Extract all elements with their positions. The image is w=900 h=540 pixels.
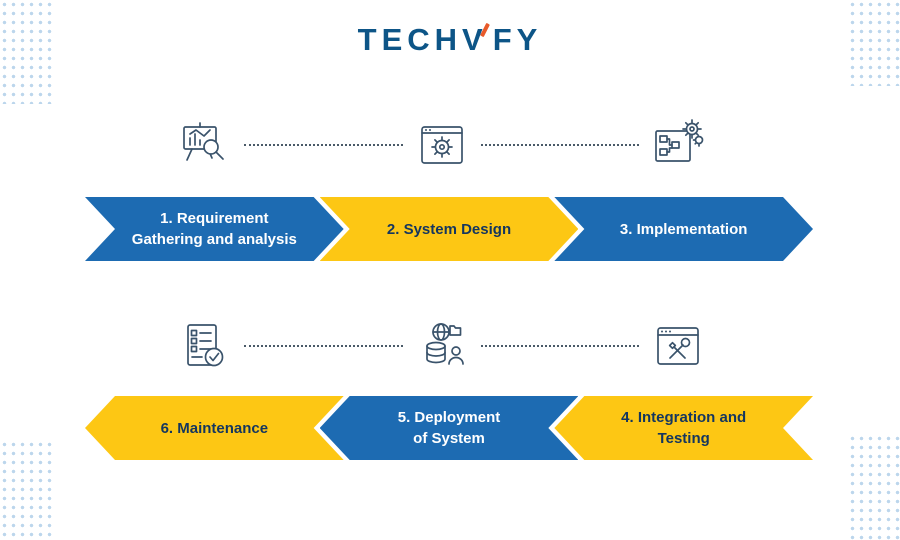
step-6-label: 6. Maintenance: [85, 396, 344, 460]
logo-v-mark: V: [462, 22, 490, 58]
step-6-line-1: 6. Maintenance: [160, 419, 269, 437]
step-5-line-2: of System: [413, 430, 485, 447]
dotted-connector: [244, 144, 403, 146]
icon-row-1: [178, 116, 705, 174]
step-5-line-1: 5. Deployment: [397, 409, 501, 426]
logo-text-left: TECH: [357, 22, 463, 57]
implementation-icon: [651, 118, 705, 172]
step-6-maintenance-arrow: 6. Maintenance: [85, 396, 344, 460]
step-5-label: 5. Deployment of System: [320, 396, 579, 460]
process-row-2: 6. Maintenance 5. Deployment of System 4…: [85, 396, 813, 460]
step-3-line-1: 3. Implementation: [619, 220, 748, 238]
integration-testing-icon: [651, 319, 705, 373]
step-4-line-1: 4. Integration and: [621, 409, 747, 426]
step-4-line-2: Testing: [657, 430, 710, 447]
maintenance-checklist-icon: [178, 319, 232, 373]
logo-v-letter: V: [462, 22, 488, 57]
step-2-system-design-arrow: 2. System Design: [320, 197, 579, 261]
step-1-requirement-arrow: 1. Requirement Gathering and analysis: [85, 197, 344, 261]
step-2-line-1: 2. System Design: [386, 220, 512, 238]
dotted-connector: [480, 345, 639, 347]
system-design-icon: [415, 118, 469, 172]
corner-dots-bottom-left: [0, 440, 52, 540]
step-3-label: 3. Implementation: [554, 197, 813, 261]
step-1-line-2: Gathering and analysis: [131, 231, 297, 248]
corner-dots-top-left: [0, 0, 52, 104]
step-1-line-1: 1. Requirement: [160, 210, 269, 227]
step-3-implementation-arrow: 3. Implementation: [554, 197, 813, 261]
logo-text-right: FY: [492, 22, 543, 57]
step-1-label: 1. Requirement Gathering and analysis: [85, 197, 344, 261]
deployment-icon: [415, 319, 469, 373]
dotted-connector: [480, 144, 639, 146]
process-row-1: 1. Requirement Gathering and analysis 2.…: [85, 197, 813, 261]
icon-row-2: [178, 317, 705, 375]
step-4-label: 4. Integration and Testing: [554, 396, 813, 460]
step-4-integration-arrow: 4. Integration and Testing: [554, 396, 813, 460]
corner-dots-top-right: [848, 0, 900, 86]
dotted-connector: [244, 345, 403, 347]
step-2-label: 2. System Design: [320, 197, 579, 261]
step-5-deployment-arrow: 5. Deployment of System: [320, 396, 579, 460]
corner-dots-bottom-right: [848, 434, 900, 540]
requirement-analysis-icon: [178, 118, 232, 172]
